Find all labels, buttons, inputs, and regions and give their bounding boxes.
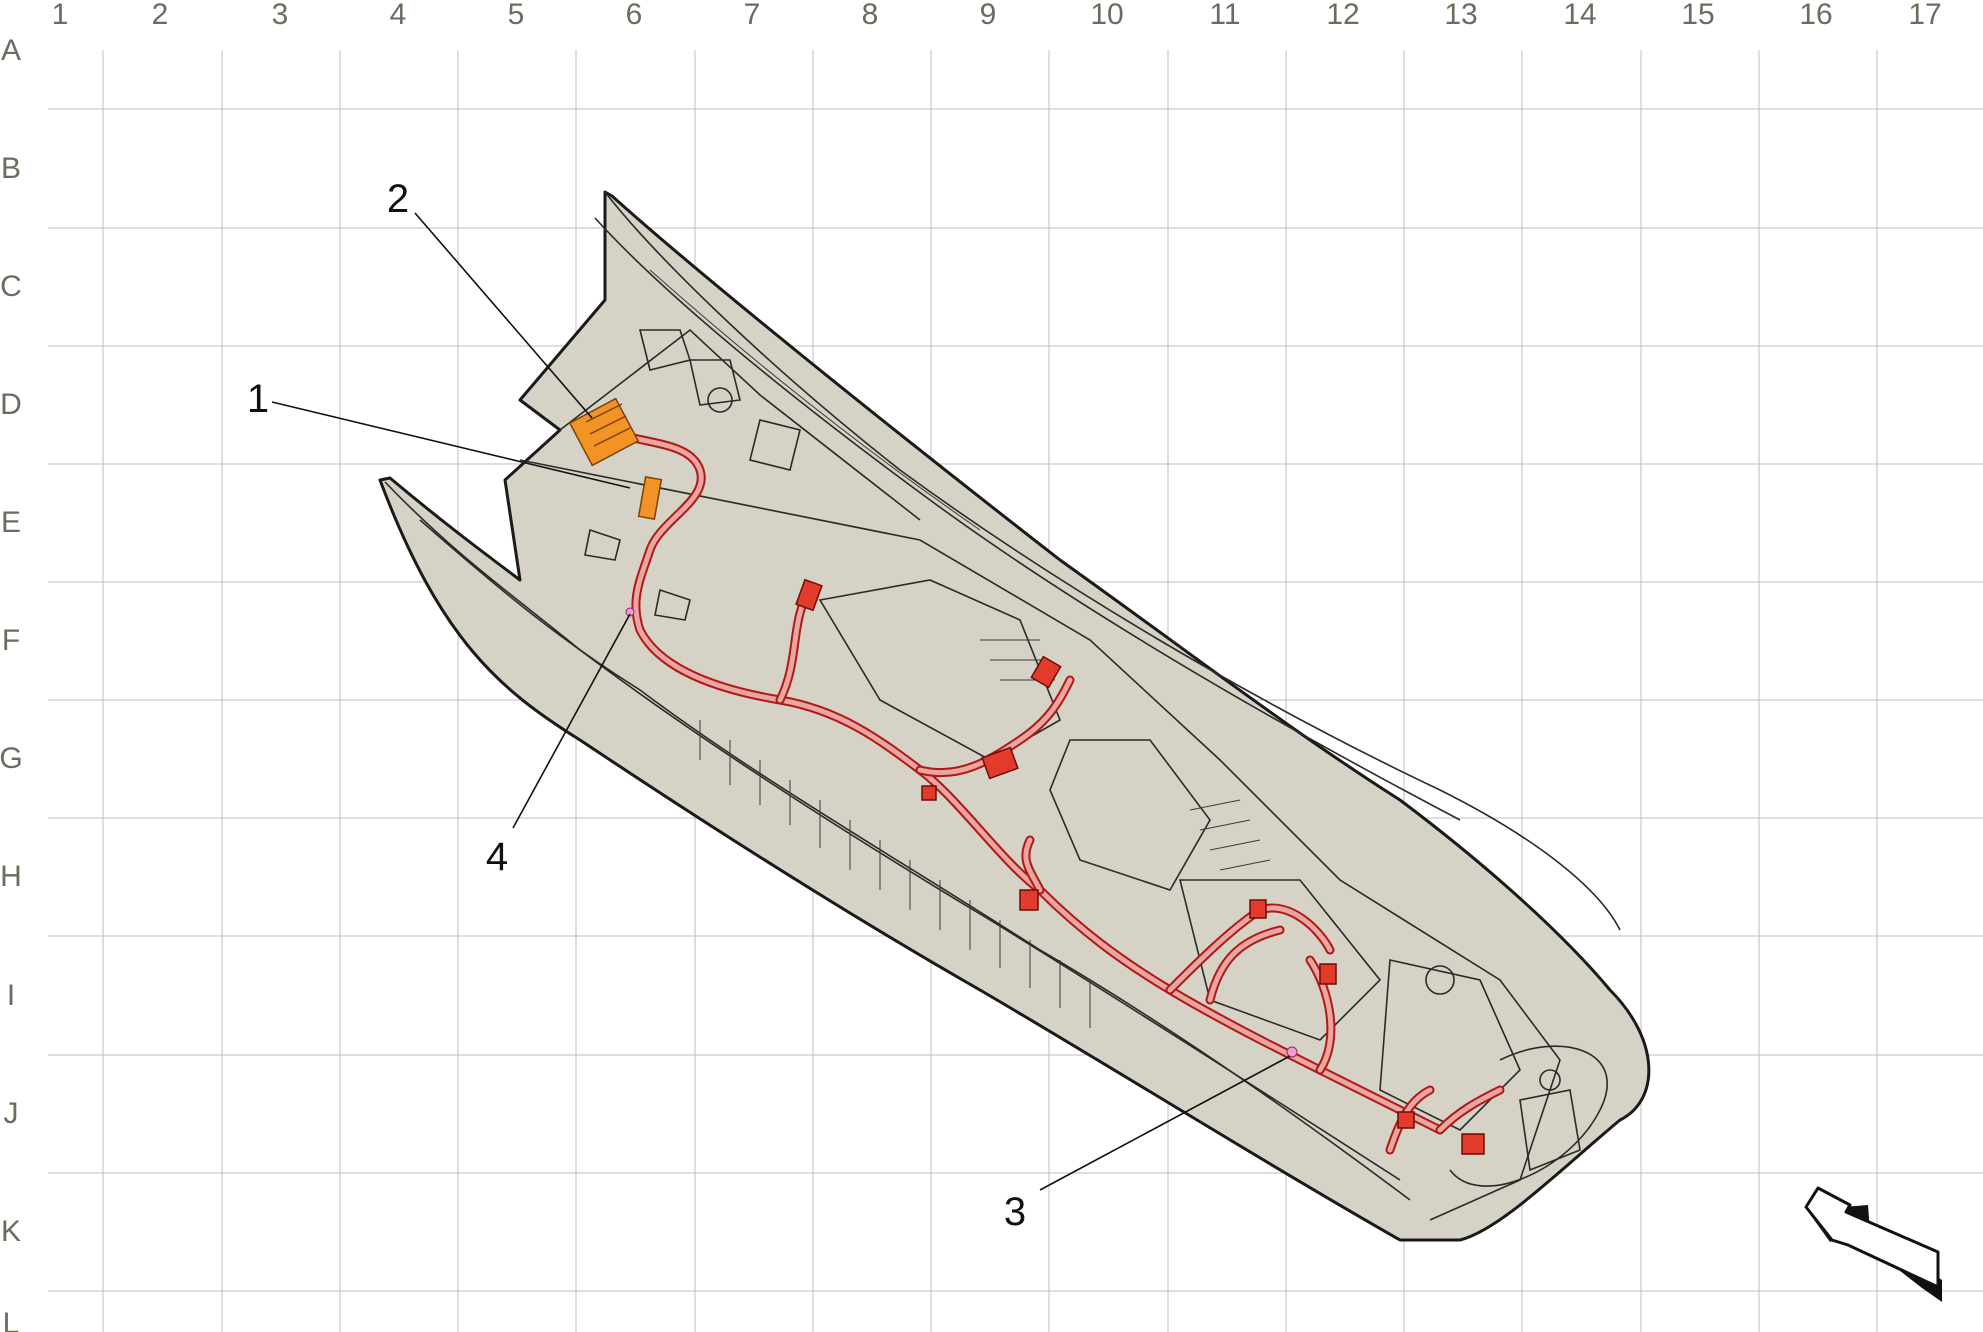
harness-connector	[1397, 1111, 1415, 1129]
row-label: H	[0, 860, 22, 893]
harness-connector	[981, 746, 1019, 780]
harness-connector	[1249, 899, 1267, 919]
column-label: 17	[1908, 0, 1941, 31]
column-label: 1	[52, 0, 69, 31]
console-body	[378, 190, 1651, 1242]
column-label: 10	[1090, 0, 1123, 31]
column-label: 16	[1799, 0, 1832, 31]
leader-lines	[271, 212, 1291, 1191]
harness-connector	[1019, 889, 1039, 911]
callout-2: 2	[387, 177, 409, 221]
column-label: 5	[508, 0, 525, 31]
column-label: 12	[1326, 0, 1359, 31]
column-label: 8	[862, 0, 879, 31]
column-label: 2	[152, 0, 169, 31]
harness-connector	[1319, 963, 1337, 985]
row-label: J	[4, 1097, 19, 1130]
column-label: 6	[626, 0, 643, 31]
connector-item-1	[637, 476, 663, 520]
grid-lines	[48, 50, 1983, 1332]
connector-item-2	[568, 397, 640, 467]
leader-line-3	[1039, 1055, 1291, 1191]
column-label: 4	[390, 0, 407, 31]
row-label: A	[1, 34, 21, 67]
row-label: C	[0, 270, 22, 303]
column-label: 13	[1444, 0, 1477, 31]
row-label: K	[1, 1215, 21, 1248]
row-label: G	[0, 742, 23, 775]
harness-connector	[921, 785, 937, 801]
leader-line-2	[414, 212, 593, 419]
splice-point-item-4	[625, 607, 635, 617]
splice-point-item-3	[1286, 1046, 1298, 1058]
column-label: 14	[1563, 0, 1596, 31]
row-label: F	[2, 624, 20, 657]
column-label: 15	[1681, 0, 1714, 31]
column-label: 9	[980, 0, 997, 31]
column-label: 3	[272, 0, 289, 31]
harness-connector	[1461, 1133, 1485, 1155]
harness-connector	[795, 578, 823, 612]
row-label: D	[0, 388, 22, 421]
row-labels: A B C D E F G H I J K L	[0, 34, 23, 1332]
row-label: B	[1, 152, 21, 185]
wiring-harness	[605, 425, 1505, 1155]
harness-connector	[1030, 655, 1062, 689]
view-direction-arrow-icon	[1804, 1186, 1942, 1302]
callout-1: 1	[247, 377, 269, 421]
callout-4: 4	[486, 835, 508, 879]
row-label: I	[7, 979, 15, 1012]
column-label: 7	[744, 0, 761, 31]
column-labels: 1 2 3 4 5 6 7 8 9 10 11 12 13 14 15 16 1…	[52, 0, 1942, 31]
callout-labels: 1 2 3 4	[247, 177, 1026, 1234]
callout-3: 3	[1004, 1190, 1026, 1234]
connectors	[568, 397, 1485, 1155]
leader-line-4	[512, 613, 631, 829]
row-label: E	[1, 506, 21, 539]
leader-line-1	[271, 401, 631, 489]
column-label: 11	[1209, 0, 1240, 31]
row-label: L	[3, 1307, 20, 1332]
